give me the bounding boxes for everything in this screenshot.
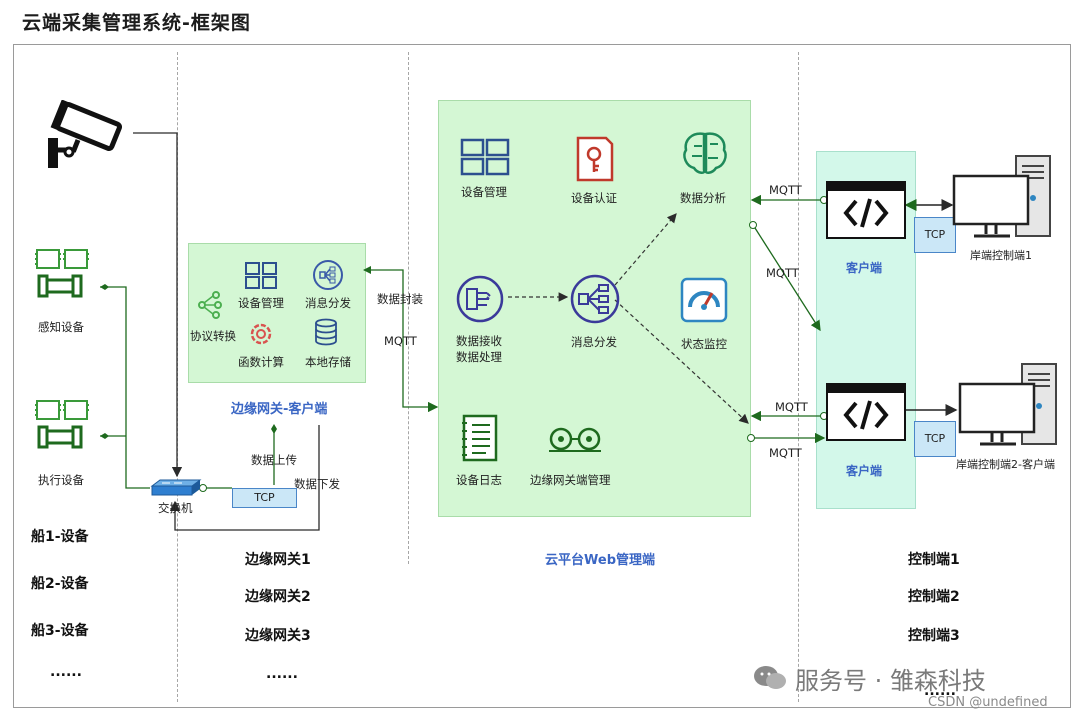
- diagram-frame: [13, 44, 1071, 708]
- page-title: 云端采集管理系统-框架图: [22, 12, 251, 34]
- sensing-line: [100, 286, 150, 489]
- gw-protocol-label: 协议转换: [190, 329, 236, 343]
- device-log-label: 设备日志: [456, 473, 502, 487]
- data-upload-label: 数据上传: [251, 453, 297, 467]
- gateway-mqtt-label: MQTT: [384, 334, 417, 348]
- camera-line: [133, 132, 183, 478]
- code-icon: [843, 400, 889, 430]
- cloud-device-mgmt-label: 设备管理: [461, 185, 507, 199]
- switch-label: 交换机: [158, 501, 193, 515]
- control-3-label: 控制端3: [908, 628, 960, 644]
- code-icon: [843, 198, 889, 228]
- message-dispatch-icon: [313, 260, 343, 290]
- shore2-tcp-box: TCP: [914, 421, 956, 457]
- data-packaging-label: 数据封装: [377, 292, 423, 306]
- ship-ellipsis: ......: [50, 664, 82, 680]
- cloud-platform-label: 云平台Web管理端: [545, 553, 655, 568]
- gateway-1-label: 边缘网关1: [245, 552, 311, 568]
- data-receive-label: 数据接收: [456, 334, 502, 348]
- data-down-label: 数据下发: [294, 477, 340, 491]
- shore-control-1-label: 岸端控制端1: [970, 249, 1032, 262]
- device-auth-icon: [576, 136, 614, 182]
- actuator-device-label: 执行设备: [38, 473, 84, 487]
- gateway-cloud-line: [364, 269, 439, 413]
- csdn-credit: CSDN @undefined: [928, 695, 1048, 710]
- edge-gateway-client-label: 边缘网关-客户端: [231, 402, 328, 417]
- data-receive-icon: [456, 275, 504, 323]
- mqtt-diagonal-label: MQTT: [766, 266, 799, 280]
- mqtt-client2-label: MQTT: [775, 400, 808, 414]
- client-2-window: [826, 383, 906, 441]
- device-auth-label: 设备认证: [571, 191, 617, 205]
- mqtt-client1-label: MQTT: [769, 183, 802, 197]
- sensing-device-label: 感知设备: [38, 320, 84, 334]
- separator-2: [408, 52, 409, 564]
- gateway-2-label: 边缘网关2: [245, 589, 311, 605]
- control-1-label: 控制端1: [908, 552, 960, 568]
- cloud-msg-dispatch-label: 消息分发: [571, 335, 617, 349]
- ship-3-label: 船3-设备: [31, 623, 89, 639]
- mqtt-client2b-label: MQTT: [769, 446, 802, 460]
- actuator-device-icon: [35, 400, 89, 449]
- gw-msg-dispatch-label: 消息分发: [305, 296, 351, 310]
- control-2-label: 控制端2: [908, 589, 960, 605]
- device-log-icon: [462, 414, 498, 462]
- control-ellipsis: ......: [924, 683, 956, 699]
- gw-local-store-label: 本地存储: [305, 355, 351, 369]
- protocol-convert-icon: [198, 291, 222, 319]
- wechat-icon: [754, 666, 786, 689]
- gateway-tcp-box: TCP: [232, 488, 297, 508]
- watermark-text: 服务号 · 雏森科技: [795, 667, 986, 695]
- edge-gateway-mgmt-icon: [549, 427, 601, 452]
- edge-gateway-mgmt-label: 边缘网关端管理: [530, 473, 611, 487]
- sensing-device-icon: [35, 249, 89, 298]
- status-monitor-icon: [680, 277, 728, 323]
- desktop-computer-icon: [958, 363, 1057, 446]
- data-analysis-label: 数据分析: [680, 191, 726, 205]
- client-1-label: 客户端: [846, 261, 883, 275]
- client-2-label: 客户端: [846, 464, 883, 478]
- ship-2-label: 船2-设备: [31, 576, 89, 592]
- cloud-device-mgmt-icon: [460, 138, 510, 176]
- shore1-tcp-box: TCP: [914, 217, 956, 253]
- gateway-3-label: 边缘网关3: [245, 628, 311, 644]
- ship-1-label: 船1-设备: [31, 529, 89, 545]
- function-calc-icon: [250, 323, 272, 345]
- status-monitor-label: 状态监控: [681, 337, 727, 351]
- gateway-ellipsis: ......: [266, 666, 298, 682]
- device-mgmt-icon: [245, 262, 277, 289]
- data-down-line: [169, 425, 320, 531]
- cloud-msg-dispatch-icon: [570, 274, 620, 324]
- switch-icon: [150, 479, 202, 496]
- data-process-label: 数据处理: [456, 350, 502, 364]
- client-1-window: [826, 181, 906, 239]
- gw-func-calc-label: 函数计算: [238, 355, 284, 369]
- gw-device-mgmt-label: 设备管理: [238, 296, 284, 310]
- camera-icon: [48, 100, 123, 168]
- local-storage-icon: [315, 318, 337, 346]
- data-analysis-icon: [683, 132, 727, 174]
- separator-3: [798, 52, 799, 702]
- desktop-computer-icon: [952, 155, 1051, 238]
- shore-control-2-label: 岸端控制端2-客户端: [956, 458, 1055, 471]
